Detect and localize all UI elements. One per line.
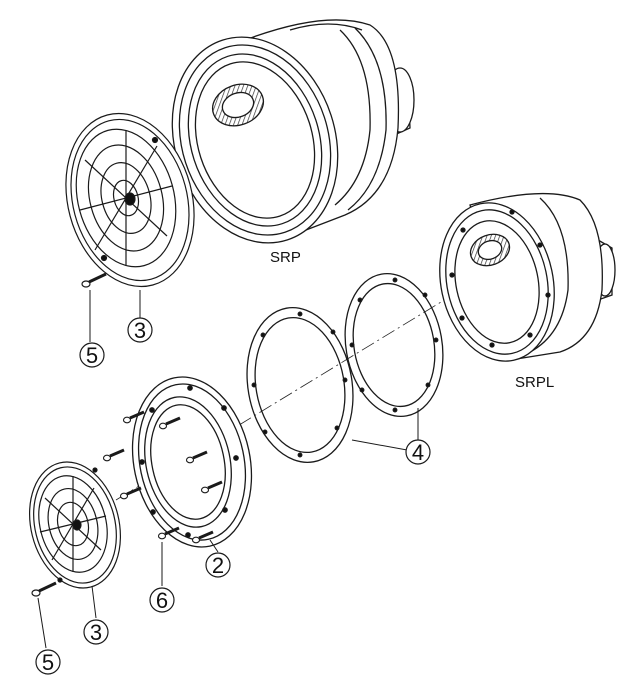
callout-number: 5 xyxy=(86,343,98,368)
callout-4: 4 xyxy=(405,439,431,465)
callout-3-bottom: 3 xyxy=(83,619,109,645)
callout-number: 3 xyxy=(134,318,146,343)
srp-screw xyxy=(81,272,107,288)
callout-number: 2 xyxy=(212,553,224,578)
callout-5-bottom: 5 xyxy=(35,649,61,675)
callout-6: 6 xyxy=(149,587,175,613)
callout-5-top: 5 xyxy=(79,342,105,368)
gasket-ring-front xyxy=(246,307,354,463)
srpl-screw xyxy=(31,581,57,597)
model-label-srpl: SRPL xyxy=(515,374,554,391)
flange-screws xyxy=(102,410,223,544)
gasket-ring-back xyxy=(344,272,444,418)
callout-2: 2 xyxy=(205,552,231,578)
srp-grate xyxy=(65,112,195,288)
callout-number: 6 xyxy=(156,588,168,613)
srpl-grate xyxy=(28,461,122,589)
srpl-body xyxy=(439,192,616,362)
model-label-srp: SRP xyxy=(270,249,301,266)
callout-number: 3 xyxy=(90,620,102,645)
callout-3-top: 3 xyxy=(127,317,153,343)
srp-body xyxy=(171,19,415,244)
callout-number: 5 xyxy=(42,650,54,675)
callout-number: 4 xyxy=(412,440,424,465)
